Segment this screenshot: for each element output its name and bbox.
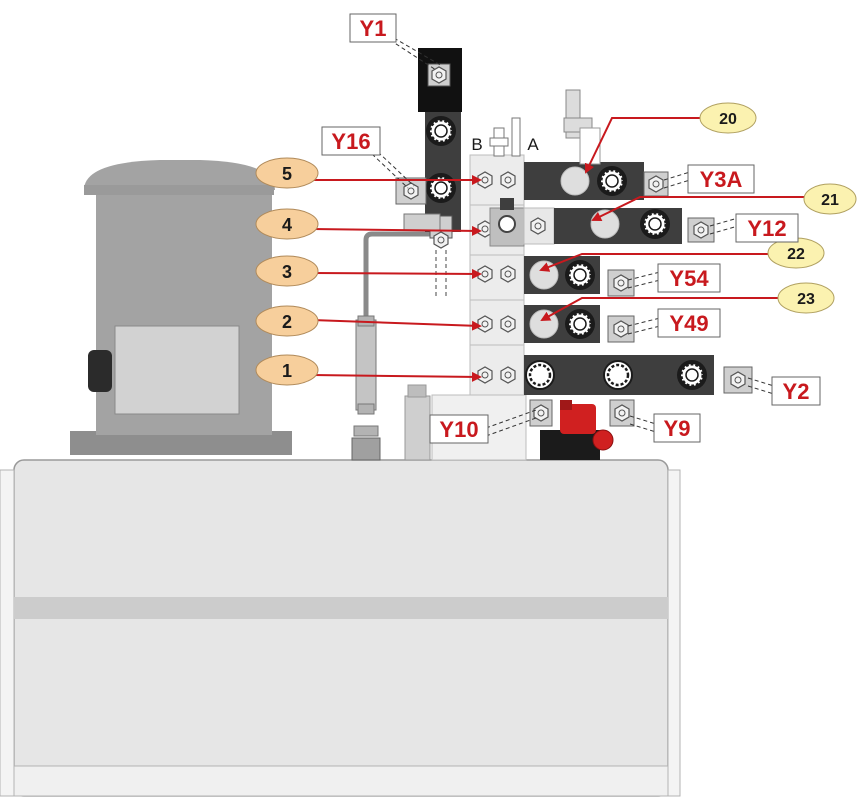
callout-2: 2 [255, 305, 319, 337]
callout-1-label: 1 [282, 361, 292, 381]
valve-y10-y9 [529, 399, 635, 460]
valve-row-2 [524, 305, 635, 343]
solenoid-y10-text: Y10 [439, 417, 478, 442]
solenoid-y1-text: Y1 [360, 16, 387, 41]
solenoid-y54-text: Y54 [669, 266, 709, 291]
solenoid-y49-text: Y49 [669, 311, 708, 336]
solenoid-y9-text: Y9 [664, 416, 691, 441]
callout-1: 1 [255, 354, 319, 386]
port-b-label: B [471, 135, 482, 154]
solenoid-label-y49: Y49 [657, 308, 721, 338]
callout-4-label: 4 [282, 215, 292, 235]
callout-3-label: 3 [282, 262, 292, 282]
solenoid-label-y10: Y10 [429, 414, 489, 444]
valve-y1 [418, 48, 462, 296]
callout-20: 20 [699, 102, 757, 134]
callout-20-label: 20 [719, 111, 737, 128]
valve-row-1 [524, 355, 753, 395]
callout-22-label: 22 [787, 246, 805, 263]
solenoid-y3a-text: Y3A [700, 167, 743, 192]
solenoid-leader-lines [371, 37, 775, 437]
solenoid-label-y9: Y9 [653, 413, 701, 443]
solenoid-label-y16: Y16 [321, 126, 381, 156]
callout-2-label: 2 [282, 312, 292, 332]
callout-23-label: 23 [797, 291, 815, 308]
solenoid-label-y2: Y2 [771, 376, 821, 406]
solenoid-label-y1: Y1 [349, 13, 397, 43]
solenoid-label-y54: Y54 [657, 263, 721, 293]
callout-5-label: 5 [282, 164, 292, 184]
solenoid-y2-text: Y2 [783, 379, 810, 404]
solenoid-y12-text: Y12 [747, 216, 786, 241]
valve-y16-plug [395, 177, 441, 231]
valve-row-4 [489, 198, 715, 247]
valve-row-3 [524, 256, 635, 297]
callout-21-label: 21 [821, 192, 839, 209]
callout-23: 23 [777, 282, 835, 314]
callout-arrows [311, 117, 808, 382]
solenoid-y16-text: Y16 [331, 129, 370, 154]
electric-motor [70, 160, 292, 455]
callout-3: 3 [255, 255, 319, 287]
solenoid-label-y12: Y12 [735, 213, 799, 243]
valve-manifold-stack [404, 117, 527, 461]
callout-21: 21 [803, 183, 857, 215]
callout-22: 22 [767, 237, 825, 269]
port-a-label: A [527, 135, 539, 154]
oil-tank [0, 459, 681, 797]
solenoid-label-y3a: Y3A [687, 164, 755, 194]
callout-4: 4 [255, 208, 319, 240]
callout-5: 5 [255, 157, 319, 189]
valve-row-5 [524, 89, 669, 200]
